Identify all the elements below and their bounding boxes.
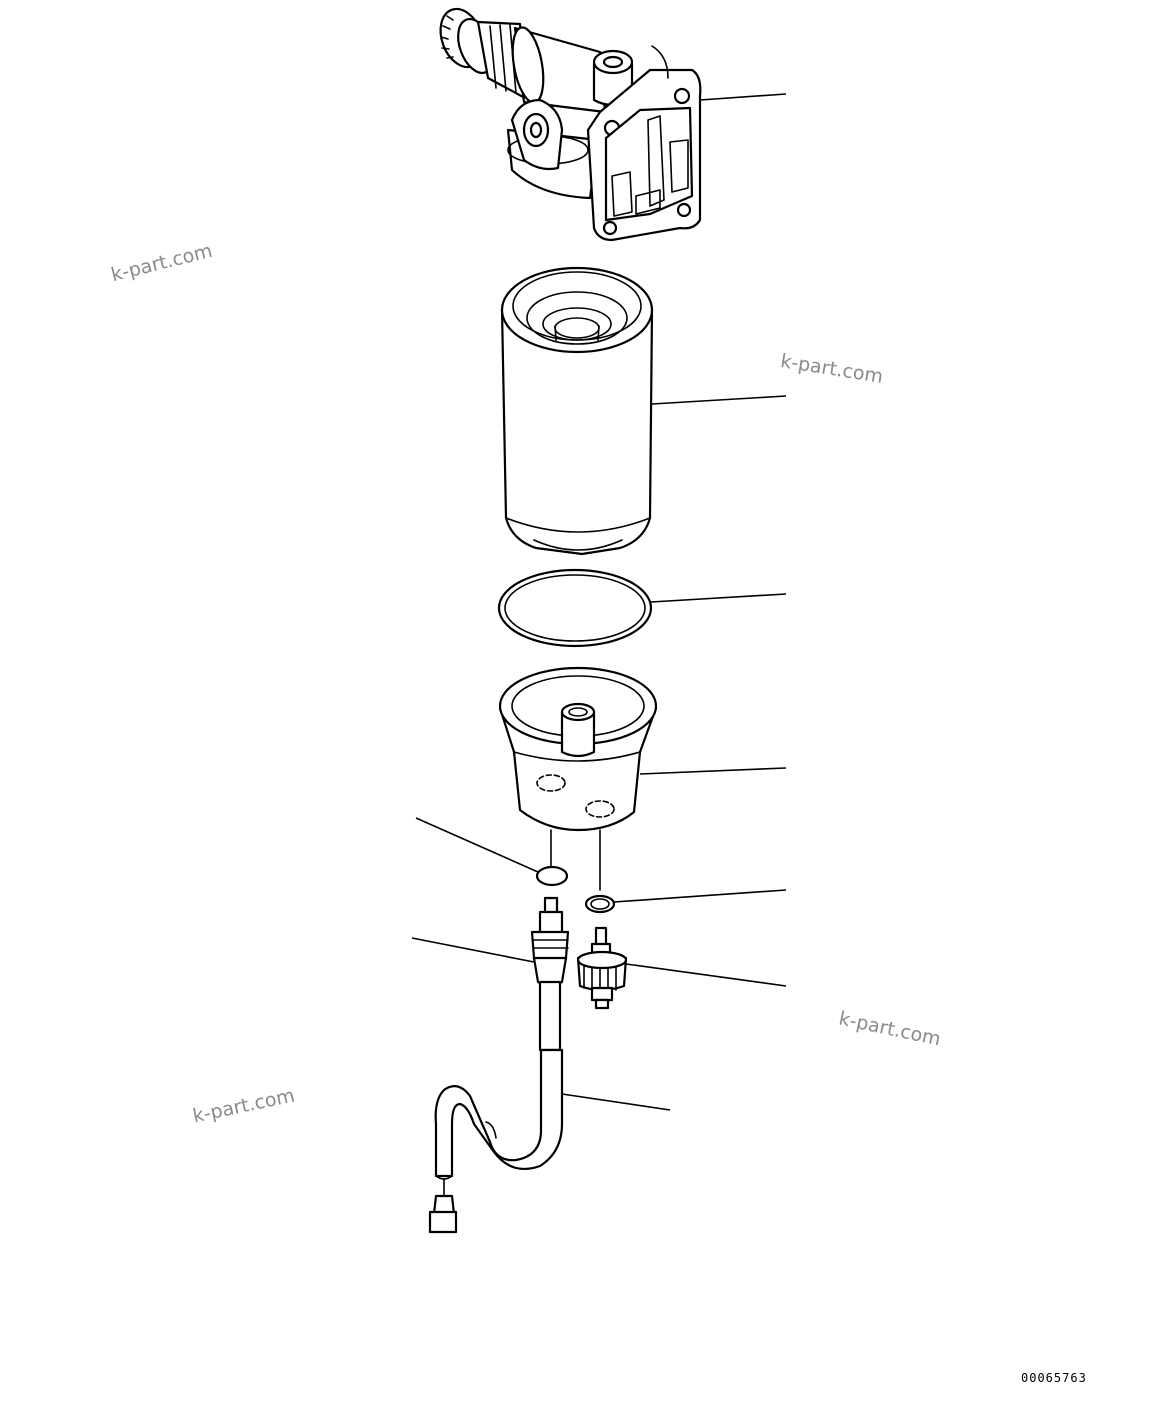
bowl (498, 666, 658, 832)
filter-element (500, 266, 654, 556)
filter-element-leader (651, 395, 787, 405)
o-ring (497, 568, 653, 648)
plug-seal (535, 865, 569, 887)
water-sensor (530, 896, 570, 987)
o-ring-leader (650, 593, 787, 603)
filter-head (439, 7, 702, 242)
plug-seal-leader (415, 817, 539, 873)
drawing-number: 00065763 (1021, 1371, 1087, 1385)
drain-valve (576, 926, 628, 1010)
o-ring-small-leader (613, 889, 787, 903)
bowl-leader (639, 767, 787, 775)
harness-leader (561, 1093, 671, 1111)
filter-head-leader (699, 93, 787, 101)
water-sensor-leader (411, 937, 535, 963)
harness (428, 980, 564, 1234)
o-ring-small (584, 894, 616, 914)
drain-valve-leader (625, 963, 787, 987)
